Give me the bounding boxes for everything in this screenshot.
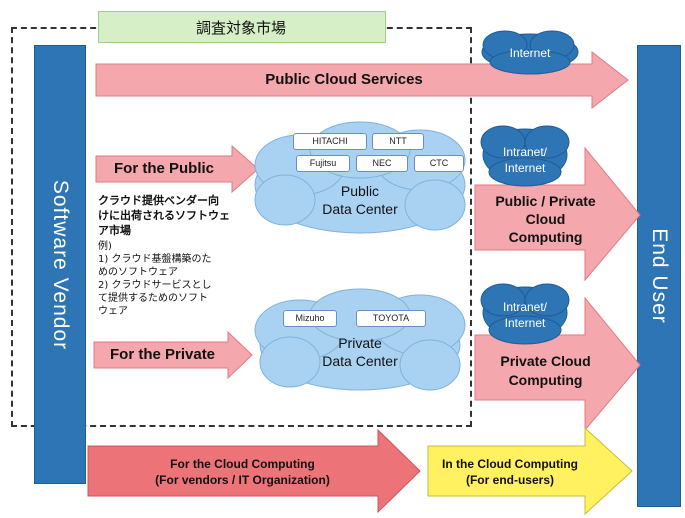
company-box-fujitsu: Fujitsu [296,155,350,172]
company-box-hitachi: HITACHI [293,133,367,150]
company-box-ctc: CTC [414,155,464,172]
intranet-internet-1-line-1: Intranet/ [502,145,548,159]
public-dc-line-2: Data Center [322,201,398,217]
software-vendor-bar: Software Vendor [34,45,86,484]
description-heading-line-2: けに出荷されるソフトウェ [98,209,230,222]
public-private-cloud-line-2: Cloud [525,211,566,227]
private-cloud-line-2: Computing [508,372,583,388]
intranet-internet-cloud-2 [480,283,570,345]
description-body-line-5: て提供するためのソフト [98,293,208,304]
for-public-arrow [95,144,259,194]
public-private-cloud-arrow [474,146,641,282]
in-cloud-computing-arrow [427,426,633,516]
for-public-label: For the Public [114,160,215,177]
intranet-internet-cloud-1 [480,125,570,187]
public-dc-line-1: Public [340,183,380,199]
private-dc-line-1: Private [338,335,382,351]
end-user-bar: End User [637,45,681,507]
description-heading-line-1: クラウド提供ベンダー向 [98,194,219,207]
description-body-line-4: 2) クラウドサービスとし [98,280,212,291]
public-private-cloud-line-3: Computing [508,229,583,245]
title-box [98,11,386,43]
for-private-arrow [93,330,253,380]
intranet-internet-label-1: Intranet/ Internet [485,144,565,176]
company-box-toyota: TOYOTA [356,310,426,327]
private-cloud-line-1: Private Cloud [500,353,591,369]
intranet-internet-1-line-2: Internet [504,161,546,175]
intranet-internet-label-2: Intranet/ Internet [485,299,565,331]
company-box-nec: NEC [356,155,408,172]
for-cloud-computing-arrow [87,428,421,514]
public-dc-label: Public Data Center [300,182,420,218]
private-cloud-arrow [474,296,641,432]
for-cloud-computing-line-2: (For vendors / IT Organization) [155,473,330,487]
intranet-internet-2-line-1: Intranet/ [502,300,548,314]
description-heading-line-3: ア市場 [98,224,131,237]
description-body: 例) 1) クラウド基盤構築のた めのソフトウェア 2) クラウドサービスとし … [98,240,258,318]
for-private-label: For the Private [110,346,216,363]
description-body-line-1: 例) [98,241,112,252]
in-cloud-computing-label: In the Cloud Computing (For end-users) [430,456,590,488]
private-dc-label: Private Data Center [300,334,420,370]
description-body-line-6: ウェア [98,306,128,317]
public-private-cloud-label: Public / Private Cloud Computing [478,192,613,246]
description-heading: クラウド提供ベンダー向 けに出荷されるソフトウェ ア市場 [98,193,258,238]
intranet-internet-2-line-2: Internet [504,316,546,330]
public-cloud-services-label: Public Cloud Services [265,71,423,88]
description-body-line-3: めのソフトウェア [98,267,178,278]
in-cloud-computing-line-1: In the Cloud Computing [442,457,578,471]
description-body-line-2: 1) クラウド基盤構築のた [98,254,212,265]
private-cloud-label: Private Cloud Computing [478,352,613,390]
page-title: 調査対象市場 [195,19,286,37]
private-dc-line-2: Data Center [322,353,398,369]
in-cloud-computing-line-2: (For end-users) [465,473,554,487]
for-cloud-computing-line-1: For the Cloud Computing [170,457,315,471]
company-box-mizuho: Mizuho [283,310,337,327]
public-private-cloud-line-1: Public / Private [495,193,596,209]
for-cloud-computing-label: For the Cloud Computing (For vendors / I… [120,456,365,488]
internet-label: Internet [509,46,551,60]
company-box-ntt: NTT [372,133,424,150]
internet-cloud [481,30,579,75]
